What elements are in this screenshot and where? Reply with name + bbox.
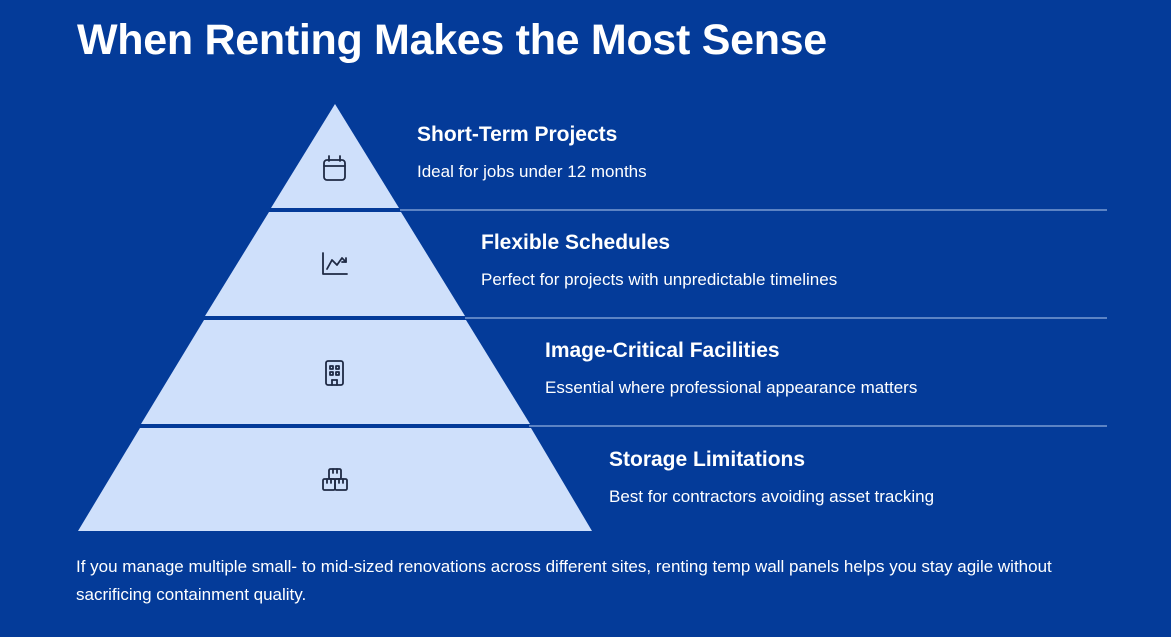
tier-1-text: Short-Term Projects Ideal for jobs under… bbox=[417, 122, 647, 183]
tier-2-text: Flexible Schedules Perfect for projects … bbox=[481, 230, 837, 291]
building-icon bbox=[325, 360, 344, 386]
calendar-icon bbox=[323, 155, 346, 181]
pyramid-tier-1 bbox=[271, 104, 399, 208]
tier-4-text: Storage Limitations Best for contractors… bbox=[609, 447, 934, 508]
boxes-icon bbox=[322, 468, 348, 491]
tier-1-description: Ideal for jobs under 12 months bbox=[417, 162, 647, 181]
tier-3-text: Image-Critical Facilities Essential wher… bbox=[545, 338, 917, 399]
tier-2-description: Perfect for projects with unpredictable … bbox=[481, 270, 838, 289]
tier-3-heading: Image-Critical Facilities bbox=[545, 339, 780, 362]
chart-trend-icon bbox=[322, 252, 348, 275]
page-title: When Renting Makes the Most Sense bbox=[77, 16, 827, 64]
tier-4-description: Best for contractors avoiding asset trac… bbox=[609, 487, 935, 506]
tier-1-heading: Short-Term Projects bbox=[417, 123, 618, 146]
tier-2-heading: Flexible Schedules bbox=[481, 231, 671, 254]
tier-4-heading: Storage Limitations bbox=[609, 448, 806, 471]
tier-3-description: Essential where professional appearance … bbox=[545, 378, 918, 397]
footer-paragraph: If you manage multiple small- to mid-siz… bbox=[76, 557, 1052, 604]
